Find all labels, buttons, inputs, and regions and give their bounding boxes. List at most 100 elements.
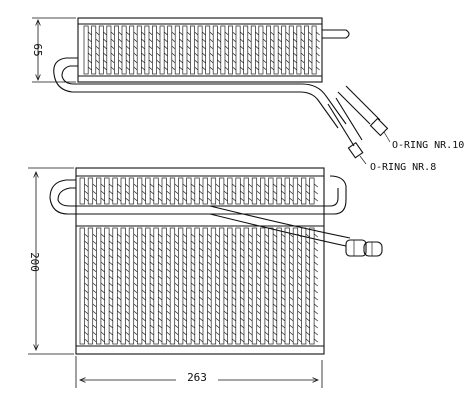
fin-corrugation [149,282,155,287]
fin-corrugation [149,275,155,280]
fin-corrugation [84,190,89,195]
fin-corrugation [186,52,191,57]
fin-corrugation [285,38,290,43]
fin-corrugation [125,331,130,336]
fin-corrugation [100,240,105,245]
fin-corrugation [117,324,122,329]
fin-tube [120,177,126,205]
fin-corrugation [92,247,97,252]
fin-corrugation [174,183,179,188]
fin-corrugation [264,338,269,343]
fin-corrugation [313,261,319,266]
fin-corrugation [215,275,220,280]
fin-tube [284,177,290,205]
fin-corrugation [158,282,163,287]
fin-corrugation [305,261,310,266]
fin-corrugation [289,247,294,252]
fin-corrugation [308,59,313,64]
fin-corrugation [156,52,161,57]
fin-corrugation [182,338,187,343]
fin-corrugation [231,261,237,266]
fin-corrugation [264,261,269,266]
fin-corrugation [108,331,114,336]
fin-corrugation [108,324,114,329]
fin-corrugation [223,261,228,266]
fin-tube [186,227,192,345]
fin-corrugation [207,233,212,238]
fin-corrugation [100,338,105,343]
fin-corrugation [149,296,155,301]
front-view: 200 263 [28,167,383,388]
fin-tube [153,227,159,345]
fin-corrugation [100,310,105,315]
fin-corrugation [281,261,286,266]
fin-corrugation [108,303,114,308]
fin-corrugation [125,240,130,245]
fin-corrugation [300,31,305,36]
fin-corrugation [87,52,92,57]
fin-corrugation [199,296,204,301]
fin-tube [112,177,118,205]
fin-corrugation [256,268,261,273]
fin-corrugation [92,254,97,259]
fin-corrugation [171,66,176,71]
fin-corrugation [217,45,222,50]
fin-corrugation [201,31,206,36]
fin-tube [251,227,258,345]
fin-corrugation [293,38,298,43]
fin-corrugation [256,183,261,188]
fin-corrugation [248,331,253,336]
fin-corrugation [289,240,294,245]
fin-corrugation [215,268,220,273]
fin-corrugation [248,310,253,315]
fin-corrugation [201,45,206,50]
fin-tube [210,227,217,345]
fin-corrugation [264,183,269,188]
fin-tube [309,177,315,205]
fin-corrugation [281,268,286,273]
fin-tube [260,177,266,205]
fin-corrugation [141,197,146,202]
fin-corrugation [207,310,212,315]
fin-corrugation [239,52,244,57]
fin-corrugation [248,190,253,195]
fin-corrugation [133,59,138,64]
fin-corrugation [182,296,187,301]
fin-corrugation [148,66,153,71]
fin-corrugation [232,52,237,57]
fin-corrugation [264,289,269,294]
fin-tube [159,25,165,75]
fin-corrugation [313,190,319,195]
fin-corrugation [215,331,220,336]
fin-corrugation [215,190,220,195]
fin-corrugation [174,338,179,343]
fin-corrugation [231,247,237,252]
fin-corrugation [141,310,146,315]
fin-corrugation [84,261,89,266]
fin-tube [106,25,112,75]
fin-corrugation [166,197,171,202]
fin-corrugation [92,233,97,238]
fin-corrugation [92,310,97,315]
fin-corrugation [240,233,245,238]
fin-corrugation [223,197,228,202]
fin-corrugation [95,66,100,71]
fin-corrugation [190,240,196,245]
fin-corrugation [223,190,228,195]
fin-corrugation [281,247,286,252]
fin-tube [153,177,159,205]
fin-corrugation [149,310,155,315]
fin-corrugation [133,268,138,273]
fin-corrugation [207,261,212,266]
fin-corrugation [108,247,114,252]
fin-corrugation [103,38,108,43]
fin-corrugation [240,190,245,195]
fin-corrugation [248,247,253,252]
fin-corrugation [248,296,253,301]
fin-corrugation [92,317,97,322]
fin-corrugation [239,38,244,43]
fin-corrugation [174,197,179,202]
fin-corrugation [108,183,114,188]
fin-corrugation [156,45,161,50]
fin-corrugation [84,268,89,273]
